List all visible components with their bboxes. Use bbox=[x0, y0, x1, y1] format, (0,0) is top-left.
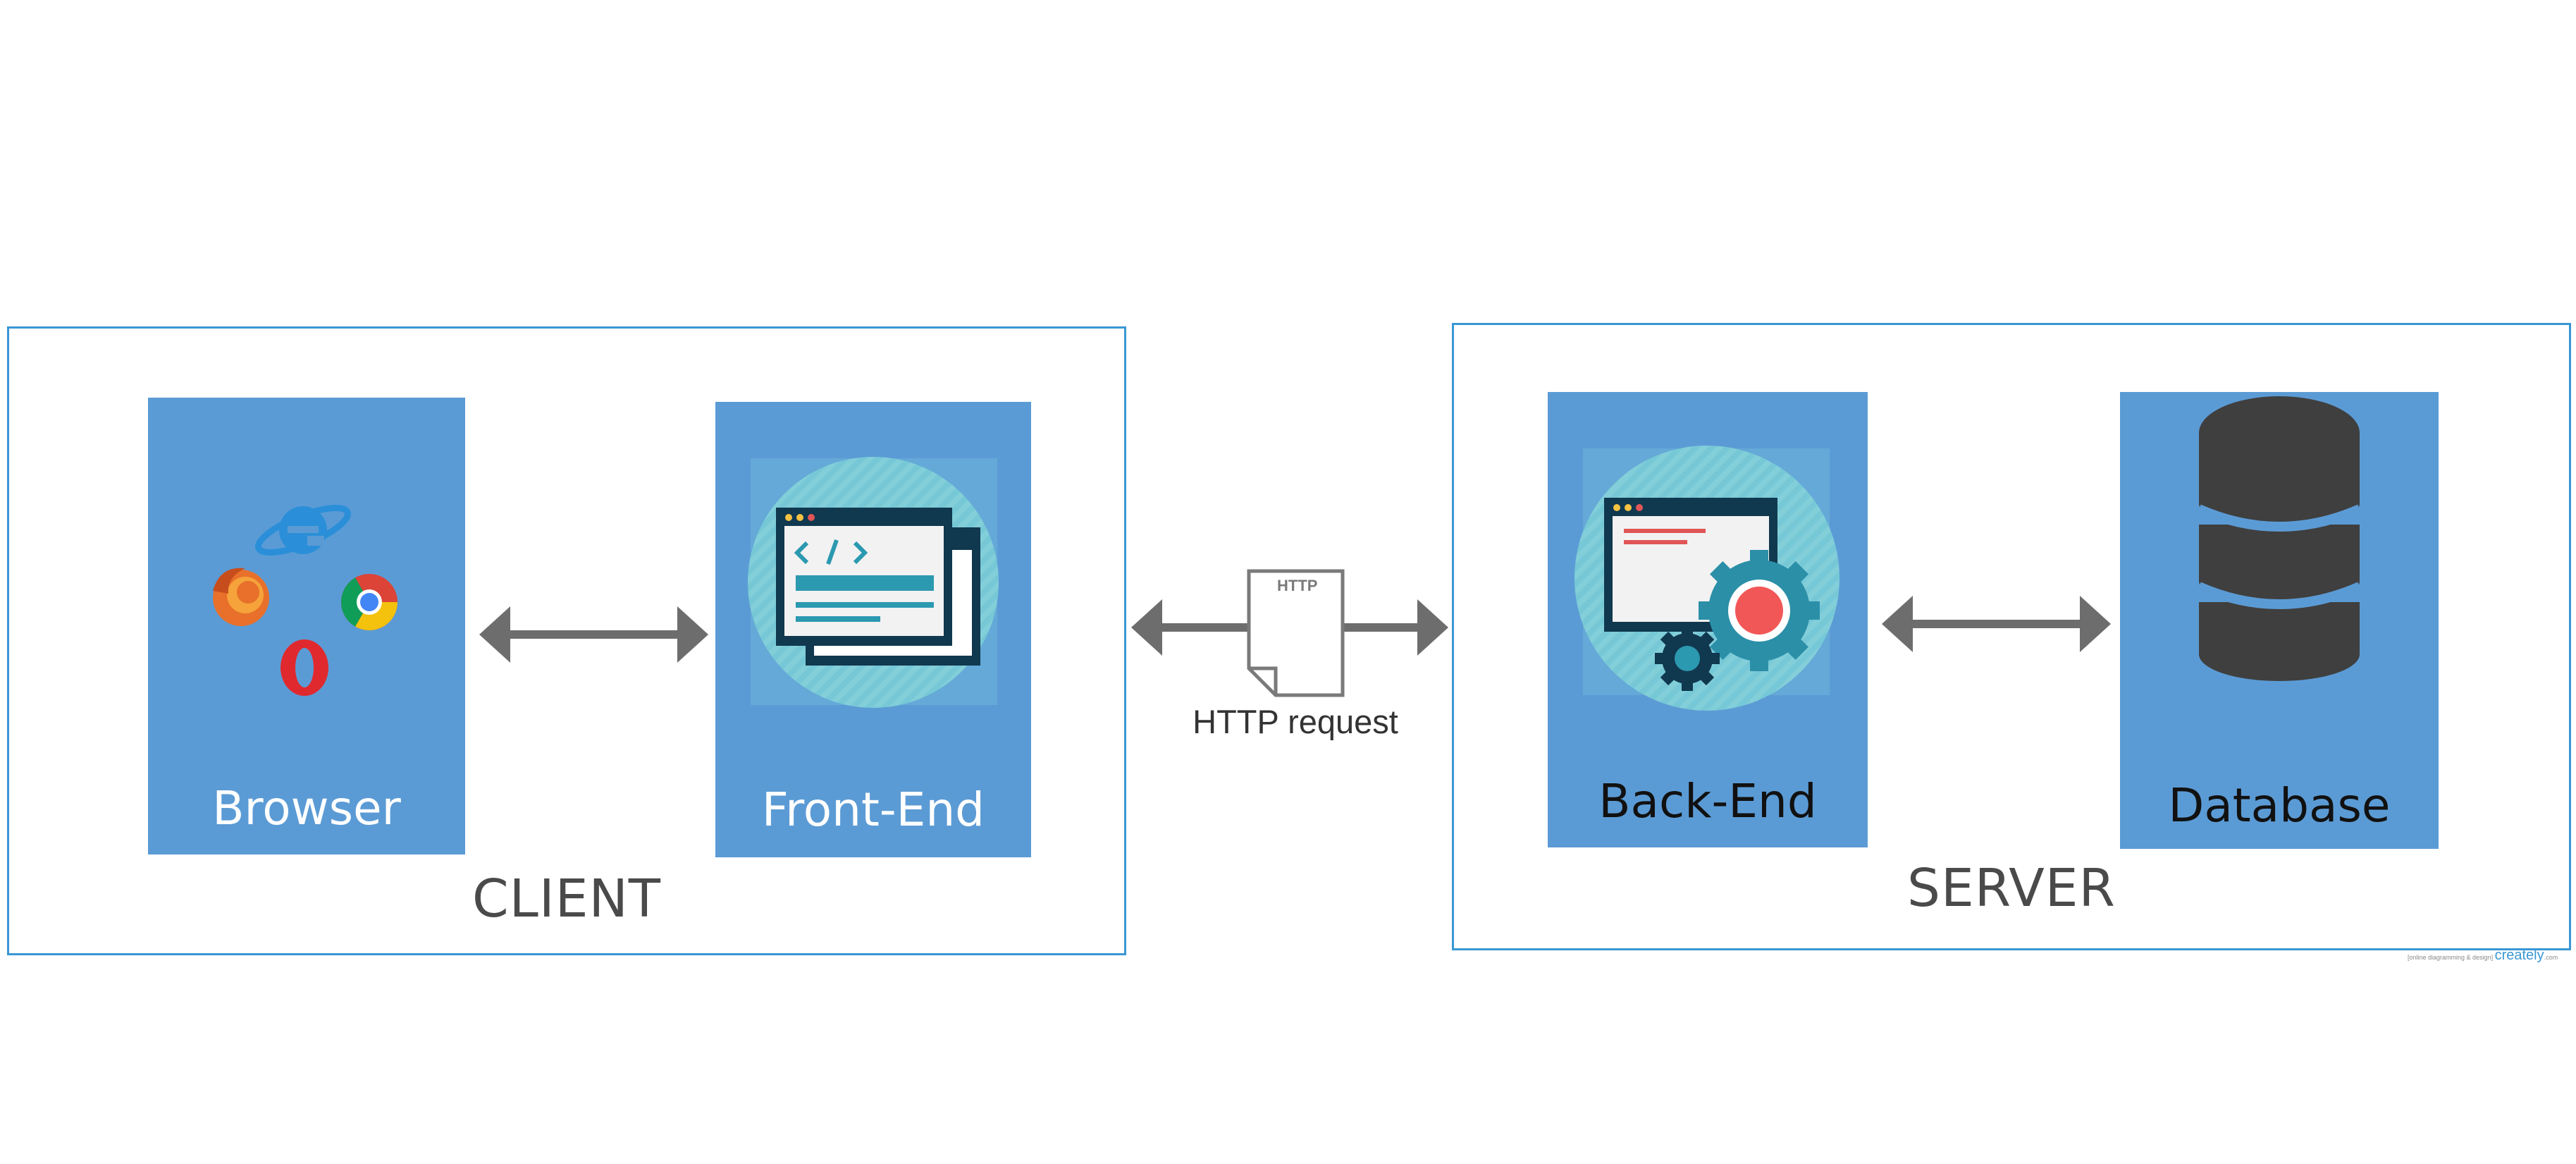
backend-database-arrow bbox=[1882, 596, 2111, 652]
gear-window-icon bbox=[1574, 446, 1839, 711]
server-group-label: SERVER bbox=[1907, 858, 2116, 919]
creately-watermark: [online diagramming & design] creately.c… bbox=[2408, 948, 2558, 964]
browser-label: Browser bbox=[212, 781, 401, 835]
watermark-tagline: [online diagramming & design] bbox=[2408, 954, 2494, 961]
arrow-shaft bbox=[1910, 620, 2083, 628]
client-group-label: CLIENT bbox=[472, 869, 662, 929]
database-label: Database bbox=[2168, 778, 2391, 833]
arrow-shaft bbox=[507, 630, 680, 639]
arrowhead-left bbox=[479, 606, 510, 663]
arrow-shaft-right bbox=[1343, 623, 1422, 632]
database-card: Database bbox=[2120, 392, 2439, 849]
client-server-arrow bbox=[1131, 569, 1448, 697]
http-document-tag: HTTP bbox=[1277, 577, 1318, 594]
browser-icons bbox=[213, 504, 398, 696]
code-window-icon bbox=[748, 457, 999, 708]
arrowhead-left bbox=[1131, 599, 1162, 656]
watermark-suffix: .com bbox=[2544, 954, 2558, 961]
database-icon bbox=[2197, 396, 2362, 681]
backend-card: Back-End bbox=[1548, 392, 1868, 847]
chrome-icon bbox=[341, 574, 398, 630]
browser-card: Browser bbox=[148, 398, 465, 854]
arrowhead-right bbox=[1417, 599, 1448, 656]
opera-icon bbox=[281, 639, 328, 696]
http-request-label: HTTP request bbox=[1193, 703, 1398, 740]
firefox-icon bbox=[213, 568, 269, 626]
watermark-brand: creately bbox=[2494, 948, 2544, 963]
backend-label: Back-End bbox=[1598, 774, 1817, 828]
internet-explorer-icon bbox=[255, 504, 351, 556]
arrowhead-right bbox=[677, 606, 708, 663]
arrowhead-right bbox=[2080, 596, 2111, 652]
arrowhead-left bbox=[1882, 596, 1913, 652]
frontend-label: Front-End bbox=[761, 783, 985, 837]
http-document-icon bbox=[1247, 569, 1345, 697]
arrow-shaft-left bbox=[1159, 623, 1252, 632]
frontend-card: Front-End bbox=[715, 402, 1031, 857]
browser-frontend-arrow bbox=[479, 606, 708, 663]
